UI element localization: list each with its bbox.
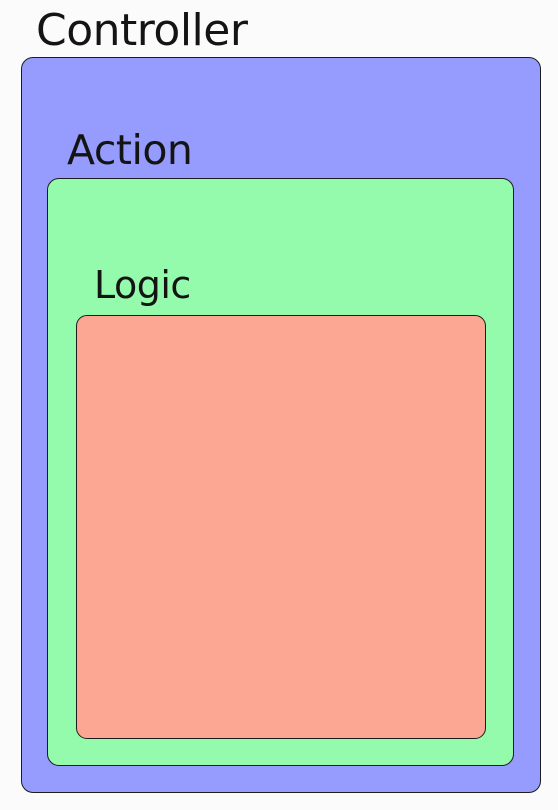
logic-layer-label: Logic	[94, 263, 191, 307]
controller-layer-label: Controller	[36, 5, 248, 56]
action-layer-label: Action	[67, 126, 193, 174]
logic-layer-box	[76, 315, 486, 739]
